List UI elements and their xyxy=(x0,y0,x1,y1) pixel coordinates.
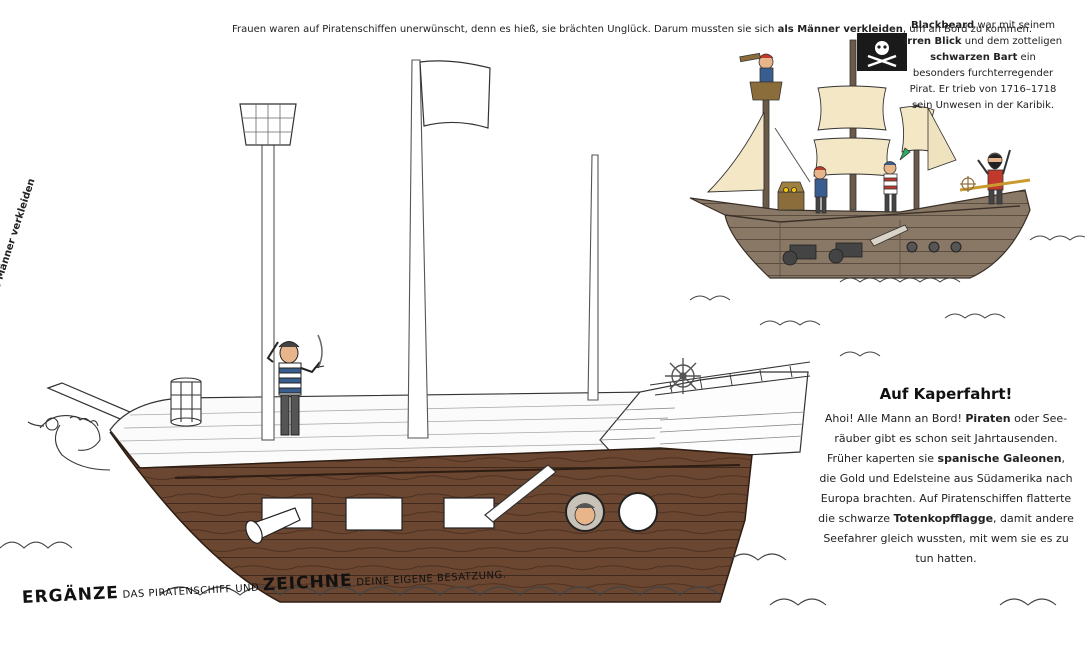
kaper-text-3: , die Gold und Edelsteine aus Südamerika… xyxy=(818,452,1073,525)
pirate-with-parrot xyxy=(883,147,911,213)
main-mast xyxy=(407,59,429,439)
large-ship xyxy=(27,59,811,603)
top-caption-end: , um an Bord zu kommen. xyxy=(902,24,1033,35)
top-caption: Frauen waren auf Piratenschiffen unerwün… xyxy=(232,24,1032,35)
kaperfahrt-box: Auf Kaperfahrt! Ahoi! Alle Mann an Bord!… xyxy=(818,385,1074,569)
sail-jib xyxy=(706,111,765,193)
kaper-text-1: Ahoi! Alle Mann an Bord! xyxy=(824,412,966,425)
small-portholes xyxy=(906,241,962,253)
kaperfahrt-body: Ahoi! Alle Mann an Bord! Piraten oder Se… xyxy=(818,409,1074,569)
mermaid-figurehead xyxy=(27,415,111,471)
small-plank xyxy=(869,224,909,247)
mizzen-mast xyxy=(587,154,599,401)
waves-right xyxy=(689,235,1085,357)
porthole-empty xyxy=(618,492,658,532)
deck-planks xyxy=(119,403,658,455)
kaper-text-4: , damit andere Seefahrer gleich wussten,… xyxy=(823,512,1074,565)
blank-flag xyxy=(419,60,491,129)
hull xyxy=(109,431,753,603)
blackbeard-text-3: ein besonders furchterregender Pirat. Er… xyxy=(909,52,1057,111)
treasure-chest xyxy=(777,181,805,211)
kaper-bold-3: Totenkopfflagge xyxy=(893,512,994,525)
blackbeard-bold-2: schwarzen Bart xyxy=(930,52,1018,63)
top-caption-bold: als Männer verkleiden xyxy=(777,24,903,35)
kaper-bold-1: Piraten xyxy=(965,412,1011,425)
fore-mast xyxy=(261,144,275,441)
pirate-fishing xyxy=(774,127,828,214)
gun-port-3 xyxy=(443,497,495,529)
hull-rail xyxy=(174,464,741,479)
cannon-outline xyxy=(245,507,301,544)
blackbeard-caption: Blackbeard war mit seinem irren Blick un… xyxy=(903,18,1063,114)
small-ship-wheel xyxy=(960,176,976,192)
plank xyxy=(484,464,557,523)
waves-left xyxy=(0,541,1057,606)
kaperfahrt-title: Auf Kaperfahrt! xyxy=(879,385,1013,403)
blackbeard-ship xyxy=(689,33,1031,279)
blackbeard-bold-1: irren Blick xyxy=(903,36,962,47)
ship-wheel xyxy=(665,358,701,394)
barrel xyxy=(170,377,202,427)
stern-railing xyxy=(649,361,811,396)
blackbeard-text-2: und dem zotteligen xyxy=(961,36,1063,47)
jolly-roger-flag xyxy=(857,33,907,71)
kaper-bold-2: spanische Galeonen xyxy=(937,452,1062,465)
stern-stairs xyxy=(599,407,806,445)
blackbeard-name: Blackbeard xyxy=(911,20,975,31)
crows-nest-lines xyxy=(243,104,293,145)
pirate-on-deck xyxy=(266,334,325,436)
gun-port-2 xyxy=(345,497,403,531)
small-hull xyxy=(689,189,1031,279)
sail-rear xyxy=(927,107,957,171)
kaper-text-2: oder See-räuber gibt es schon seit Jahrt… xyxy=(826,412,1068,465)
blackbeard-text-1: war mit seinem xyxy=(974,20,1055,31)
small-cannons xyxy=(782,242,863,266)
sail-top xyxy=(817,85,887,131)
porthole-with-pirate xyxy=(565,492,605,532)
top-caption-text: Frauen waren auf Piratenschiffen unerwün… xyxy=(232,24,778,35)
lookout-pirate xyxy=(739,52,783,101)
